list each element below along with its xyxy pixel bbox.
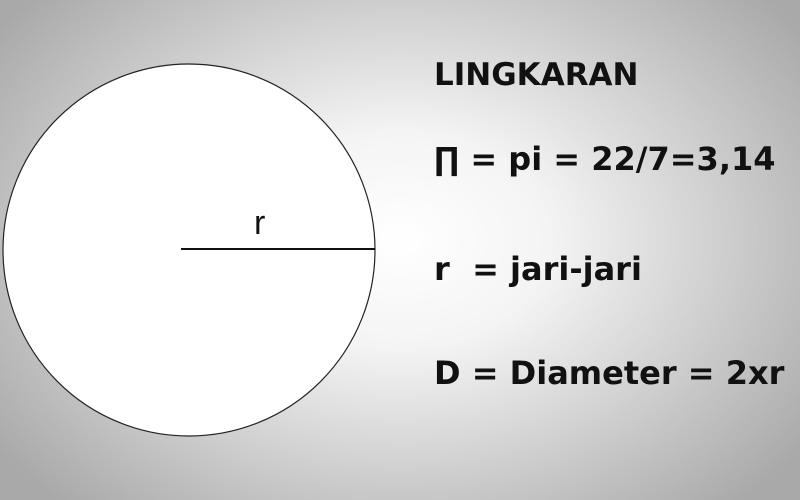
diameter-formula: D = Diameter = 2xr: [434, 354, 785, 392]
pi-formula: ∏ = pi = 22/7=3,14: [434, 140, 776, 178]
radius-label: r: [254, 204, 265, 242]
page-title: LINGKARAN: [434, 57, 639, 93]
formula-panel: LINGKARAN ∏ = pi = 22/7=3,14 r = jari-ja…: [434, 0, 794, 390]
radius-definition: r = jari-jari: [434, 250, 642, 288]
